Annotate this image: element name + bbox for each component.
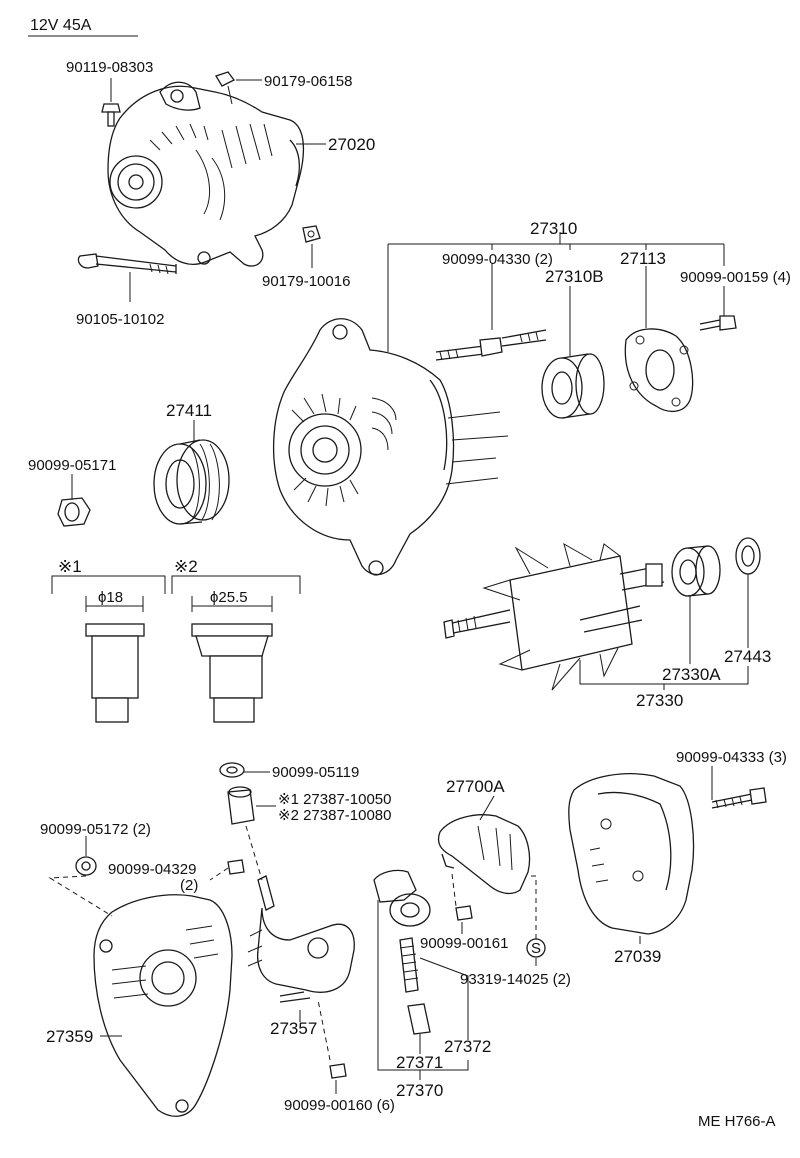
- cap-90099-05119-drawing: [219, 762, 245, 778]
- label-90105-10102: 90105-10102: [76, 311, 164, 328]
- bolt-90099-04329-drawing: [209, 859, 245, 881]
- label-27700A: 27700A: [446, 777, 505, 796]
- label-27372: 27372: [444, 1037, 491, 1056]
- label-27020: 27020: [328, 135, 375, 154]
- label-90099-04329: 90099-04329: [108, 861, 196, 878]
- pulley-27411-drawing: [153, 439, 230, 525]
- label-27310: 27310: [530, 219, 577, 238]
- variant-2-drawing: [171, 575, 301, 723]
- label-90099-00159: 90099-00159 (4): [680, 269, 791, 286]
- label-27359: 27359: [46, 1027, 93, 1046]
- brush-holder-27357-drawing: [247, 875, 355, 1003]
- label-27330A: 27330A: [662, 665, 721, 684]
- bolt-90119-08303-drawing: [101, 103, 121, 127]
- drive-end-frame-drawing: [272, 318, 509, 576]
- label-27387-variant-1: ※1 27387-10050: [278, 791, 392, 808]
- s-washer-drawing: S: [526, 875, 546, 958]
- stud-90099-04330-drawing: [435, 329, 547, 361]
- label-27357: 27357: [270, 1019, 317, 1038]
- reference-code: ME H766-A: [698, 1113, 776, 1130]
- label-27443: 27443: [724, 647, 771, 666]
- screw-90099-00160-drawing: [317, 999, 347, 1079]
- s-symbol: S: [531, 940, 541, 957]
- label-27371: 27371: [396, 1053, 443, 1072]
- screw-90099-00159-drawing: [699, 315, 737, 331]
- label-27310B: 27310B: [545, 267, 604, 286]
- label-27113: 27113: [620, 249, 666, 268]
- variant-2-mark: ※2: [174, 557, 198, 576]
- bolt-90105-10102-drawing: [77, 253, 177, 275]
- label-90099-05171: 90099-05171: [28, 457, 116, 474]
- label-27330: 27330: [636, 691, 683, 710]
- nut-90179-10016-drawing: [302, 225, 321, 243]
- variant-2-dimension: ϕ25.5: [210, 589, 248, 606]
- variant-1-drawing: [51, 575, 166, 723]
- rotor-27330-drawing: [443, 542, 665, 691]
- rear-cover-27039-drawing: [568, 773, 695, 935]
- label-90099-04333: 90099-04333 (3): [676, 749, 787, 766]
- label-90099-04330: 90099-04330 (2): [442, 251, 553, 268]
- spec-header: 12V 45A: [30, 17, 92, 34]
- part-labels: 90119-08303 90179-06158 27020 90105-1010…: [28, 59, 791, 1130]
- label-27039: 27039: [614, 947, 661, 966]
- nut-90099-05171-drawing: [57, 497, 91, 527]
- bolt-90099-04333-drawing: [711, 787, 767, 809]
- bearing-27330A-drawing: [671, 545, 721, 597]
- regulator-27370-drawing: [373, 869, 431, 1035]
- label-27370: 27370: [396, 1081, 443, 1100]
- leader-lines: [71, 78, 749, 1094]
- alternator-assembly-drawing: [107, 81, 305, 267]
- ic-regulator-27700A-drawing: [437, 814, 531, 895]
- washer-90099-05172-drawing: [48, 856, 113, 917]
- label-90099-00160: 90099-00160 (6): [284, 1097, 395, 1114]
- label-90099-05172: 90099-05172 (2): [40, 821, 151, 838]
- label-90179-06158: 90179-06158: [264, 73, 352, 90]
- screw-90099-00161-drawing: [451, 873, 473, 921]
- label-90099-00161: 90099-00161: [420, 935, 508, 952]
- label-93319-14025: 93319-14025 (2): [460, 971, 571, 988]
- bearing-27310B-drawing: [541, 353, 605, 419]
- label-90099-05119: 90099-05119: [272, 764, 359, 781]
- label-90119-08303: 90119-08303: [66, 59, 153, 76]
- variant-1-dimension: ϕ18: [98, 589, 123, 606]
- insulator-27387-drawing: [227, 786, 263, 881]
- retainer-plate-27113-drawing: [624, 328, 694, 412]
- label-27411: 27411: [166, 401, 212, 420]
- label-27387-variant-2: ※2 27387-10080: [278, 807, 392, 824]
- label-90179-10016: 90179-10016: [262, 273, 350, 290]
- variant-1-mark: ※1: [58, 557, 82, 576]
- nut-90179-06158-drawing: [215, 71, 235, 105]
- end-frame-27359-drawing: [93, 894, 233, 1117]
- cover-27443-drawing: [735, 537, 761, 575]
- label-90099-04329-qty: (2): [180, 877, 198, 894]
